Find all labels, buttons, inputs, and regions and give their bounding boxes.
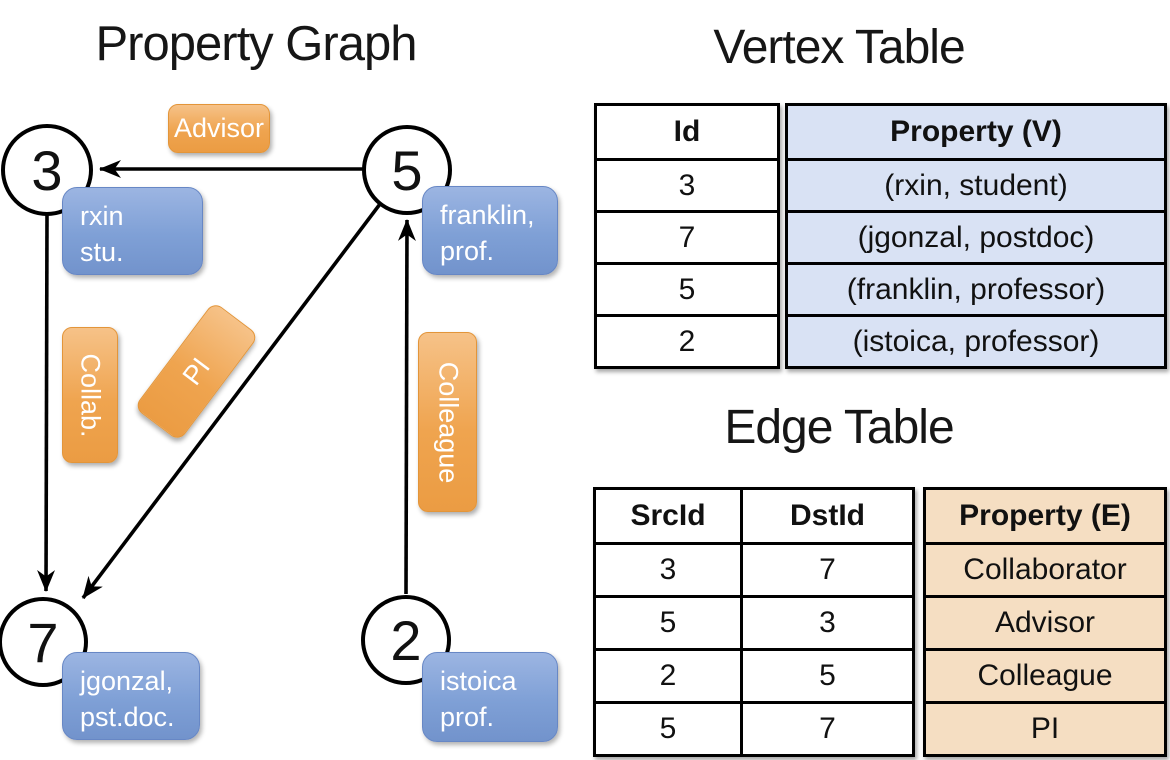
vertex-table-property-header: Property (V) [890, 115, 1062, 148]
table-row: 5 3 [596, 595, 912, 648]
edge-2-to-5 [397, 219, 416, 595]
graph-edges [37, 160, 416, 600]
edge-3-to-7 [37, 213, 56, 592]
table-cell: 2 [597, 314, 777, 366]
edge-label-colleague: Colleague [418, 332, 477, 512]
edge-label-pi-text: PI [176, 351, 216, 391]
table-cell: 3 [740, 598, 912, 648]
edge-label-advisor: Advisor [168, 104, 270, 153]
table-cell: Colleague [926, 648, 1164, 701]
edge-table-dstid-header: DstId [740, 490, 912, 542]
table-cell: 7 [740, 545, 912, 595]
edge-5-to-7 [81, 202, 382, 600]
vertex-table-id-header: Id [673, 115, 701, 148]
table-cell: Collaborator [926, 542, 1164, 595]
vertex-table-property-column: Property (V) (rxin, student) (jgonzal, p… [785, 103, 1167, 369]
table-cell: 7 [597, 210, 777, 262]
vertex-node-5: 5 [362, 125, 452, 215]
edge-table-property-column: Property (E) Collaborator Advisor Collea… [923, 487, 1167, 757]
vertex-property-box-franklin: franklin, prof. [422, 186, 558, 275]
table-row: SrcId DstId [596, 490, 912, 542]
table-cell: (franklin, professor) [788, 262, 1164, 314]
table-cell: (rxin, student) [788, 158, 1164, 210]
edge-label-advisor-text: Advisor [173, 113, 265, 143]
table-cell: 5 [740, 651, 912, 701]
vertex-node-5-id: 5 [391, 138, 423, 202]
table-cell: 2 [659, 659, 677, 692]
table-cell: (istoica, professor) [788, 314, 1164, 366]
table-row: 5 7 [596, 701, 912, 754]
table-cell: Advisor [926, 595, 1164, 648]
edge-label-collab: Collab. [62, 327, 118, 463]
vertex-property-box-rxin: rxin stu. [62, 187, 203, 275]
vertex-node-7-id: 7 [27, 610, 59, 674]
table-cell: 5 [659, 606, 677, 639]
edge-table-property-header: Property (E) [959, 499, 1131, 532]
edge-label-collab-text: Collab. [75, 352, 106, 438]
vertex-property-box-istoica: istoica prof. [422, 652, 558, 742]
table-row: 3 7 [596, 542, 912, 595]
edge-table-title: Edge Table [724, 401, 954, 454]
table-row: 2 5 [596, 648, 912, 701]
vertex-node-2: 2 [361, 595, 451, 685]
property-graph-title: Property Graph [95, 17, 418, 71]
table-cell: 7 [740, 704, 912, 754]
edge-table-srcid-header: SrcId [630, 499, 706, 532]
vertex-node-3-id: 3 [31, 138, 63, 202]
vertex-table-title: Vertex Table [713, 21, 965, 74]
vertex-property-box-jgonzal: jgonzal, pst.doc. [62, 652, 200, 740]
table-cell: 5 [659, 712, 677, 745]
vertex-table-id-column: Id 3 7 5 2 [594, 103, 780, 369]
table-cell: 3 [597, 158, 777, 210]
edge-label-colleague-text: Colleague [433, 361, 463, 483]
vertex-node-2-id: 2 [390, 608, 422, 672]
table-cell: (jgonzal, postdoc) [788, 210, 1164, 262]
edge-table-src-dst-columns: SrcId DstId 3 7 5 3 2 5 5 7 [593, 487, 915, 757]
table-cell: PI [926, 701, 1164, 754]
table-cell: 3 [659, 553, 677, 586]
table-cell: 5 [597, 262, 777, 314]
